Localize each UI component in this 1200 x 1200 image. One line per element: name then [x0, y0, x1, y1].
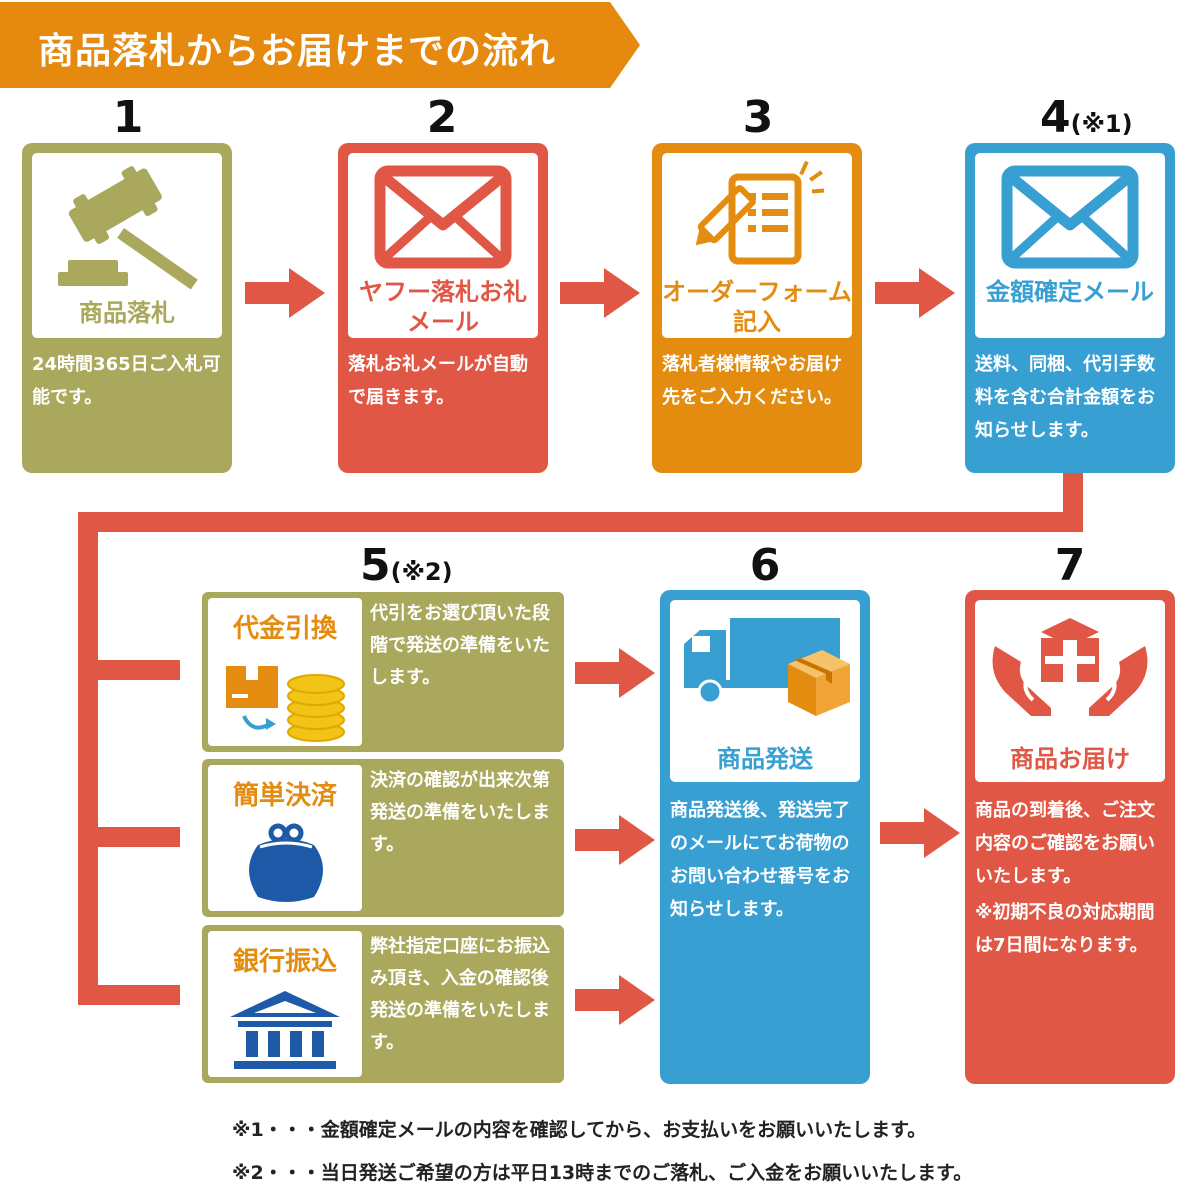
- step-title-1: 商品落札: [79, 299, 175, 327]
- step-desc-3: 落札者様情報やお届け先をご入力ください。: [662, 354, 842, 408]
- step-title-7: 商品お届け: [1010, 745, 1130, 773]
- step-title-4: 金額確定メール: [986, 278, 1154, 306]
- flow-arrow: [560, 268, 640, 318]
- footnote-1: ※1・・・金額確定メールの内容を確認してから、お支払いをお願いいたします。: [232, 1119, 927, 1141]
- payment-desc: 代引をお選び頂いた段階で発送の準備をいたします。: [370, 603, 550, 688]
- step-desc-2: 落札お礼メールが自動で届きます。: [348, 354, 528, 408]
- connector-line: [78, 512, 98, 1004]
- step-number-7: 7: [1054, 540, 1086, 591]
- step-desc-6: 商品発送後、発送完了のメールにてお荷物のお問い合わせ番号をお知らせします。: [670, 800, 850, 920]
- step-desc-1: 24時間365日ご入札可能です。: [32, 354, 221, 408]
- payment-desc: 弊社指定口座にお振込み頂き、入金の確認後発送の準備をいたします。: [370, 936, 550, 1053]
- flow-arrow: [875, 268, 955, 318]
- cash-on-delivery-icon: [226, 666, 345, 742]
- step-desc-4: 送料、同梱、代引手数料を含む合計金額をお知らせします。: [975, 354, 1155, 441]
- payment-desc: 決済の確認が出来次第発送の準備をいたします。: [370, 770, 550, 855]
- gavel-icon: [58, 166, 198, 290]
- step-card-2: ヤフー落札お礼メール 落札お礼メールが自動で届きます。: [338, 143, 548, 473]
- flow-arrow: [575, 648, 655, 698]
- step-note-7: ※初期不良の対応期間は7日間になります。: [975, 902, 1155, 956]
- flow-arrow: [575, 815, 655, 865]
- step-desc-7: 商品の到着後、ご注文内容のご確認をお願いいたします。: [975, 800, 1155, 887]
- step-card-7: 商品お届け 商品の到着後、ご注文内容のご確認をお願いいたします。 ※初期不良の対…: [965, 590, 1175, 1084]
- envelope-icon: [374, 165, 512, 269]
- payment-option-cod: 代金引換 代引をお選び頂いた段階で発送の準備をいたします。: [202, 592, 564, 752]
- title-banner: 商品落札からお届けまでの流れ: [0, 2, 640, 88]
- step-number-2: 2: [426, 92, 458, 143]
- bank-icon: [230, 991, 340, 1069]
- step-number-1: 1: [112, 92, 144, 143]
- delivery-truck-icon: [684, 618, 850, 716]
- connector-line: [78, 827, 180, 847]
- package-hands-icon: [992, 618, 1148, 716]
- flow-arrow: [880, 808, 960, 858]
- order-form-icon: [695, 160, 825, 265]
- page-title: 商品落札からお届けまでの流れ: [38, 31, 557, 72]
- step-title-2: ヤフー落札お礼メール: [359, 278, 527, 336]
- payment-title: 簡単決済: [232, 781, 337, 811]
- step-title-3: オーダーフォーム記入: [662, 278, 852, 336]
- step-title-6: 商品発送: [717, 745, 813, 773]
- step-number-6: 6: [749, 540, 781, 591]
- step-card-1: 商品落札 24時間365日ご入札可能です。: [22, 143, 232, 473]
- step-number-5: 5(※2): [360, 540, 453, 591]
- connector-line: [78, 660, 180, 680]
- flow-arrow: [575, 975, 655, 1025]
- payment-option-bank: 銀行振込 弊社指定口座にお振込み頂き、入金の確認後発送の準備をいたします。: [202, 925, 564, 1083]
- payment-title: 代金引換: [232, 614, 337, 644]
- step-card-6: 商品発送 商品発送後、発送完了のメールにてお荷物のお問い合わせ番号をお知らせしま…: [660, 590, 870, 1084]
- payment-title: 銀行振込: [232, 947, 337, 977]
- envelope-icon: [1001, 165, 1139, 269]
- step-card-3: オーダーフォーム記入 落札者様情報やお届け先をご入力ください。: [652, 143, 862, 473]
- step-card-4: 金額確定メール 送料、同梱、代引手数料を含む合計金額をお知らせします。: [965, 143, 1175, 473]
- connector-line: [1063, 473, 1083, 518]
- coin-purse-icon: [249, 823, 323, 902]
- connector-line: [78, 985, 180, 1005]
- payment-option-easy: 簡単決済 決済の確認が出来次第発送の準備をいたします。: [202, 759, 564, 917]
- footnote-2: ※2・・・当日発送ご希望の方は平日13時までのご落札、ご入金をお願いいたします。: [232, 1162, 973, 1184]
- flow-arrow: [245, 268, 325, 318]
- connector-line: [78, 512, 1083, 532]
- step-number-3: 3: [742, 92, 774, 143]
- step-number-4: 4(※1): [1040, 92, 1133, 143]
